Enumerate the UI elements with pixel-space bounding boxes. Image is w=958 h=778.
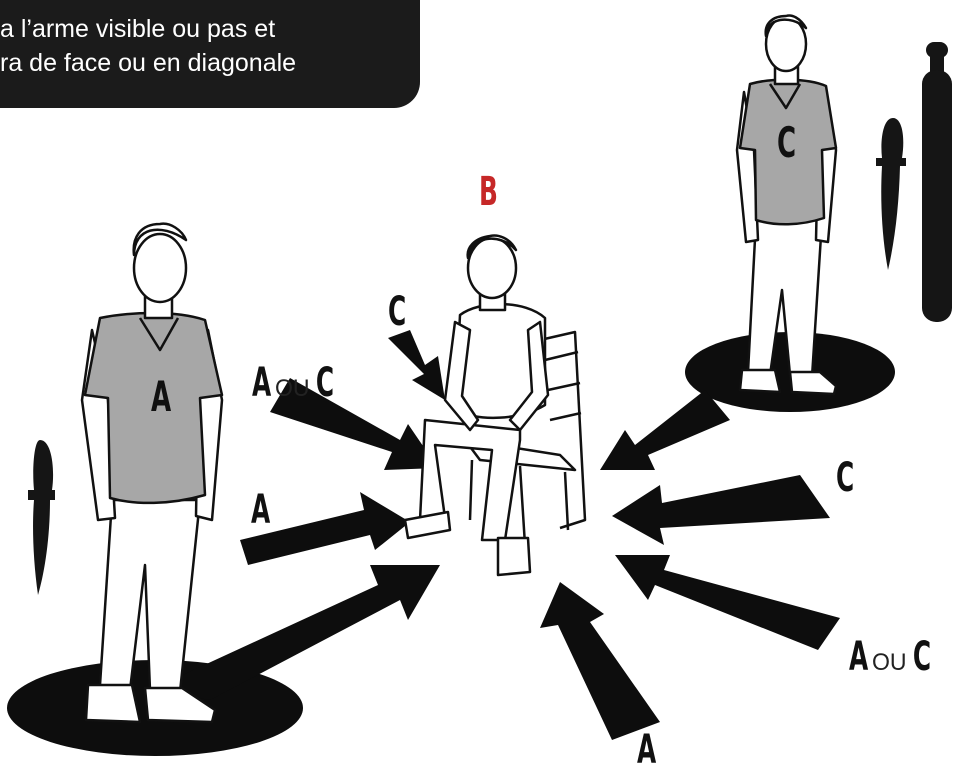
knife-icon xyxy=(876,118,906,270)
label-arrow-top-c: C xyxy=(388,289,407,335)
arrow-left-lower xyxy=(240,492,410,565)
label-ou: OU xyxy=(871,649,907,676)
arrow-right-lower xyxy=(615,555,840,650)
label-letter: C xyxy=(912,634,932,680)
arrow-from-a-shadow xyxy=(150,565,440,700)
label-person-c: C xyxy=(777,118,797,167)
person-a xyxy=(80,222,224,724)
label-person-b: B xyxy=(479,169,498,215)
person-b xyxy=(403,234,587,577)
baton-icon xyxy=(922,42,952,322)
label-ou: OU xyxy=(274,375,310,402)
label-arrow-right-mid: C xyxy=(836,455,855,501)
knife-icon xyxy=(28,440,55,595)
label-arrow-left-lower: A xyxy=(251,487,271,533)
caption-text: a l’arme visible ou pas et ra de face ou… xyxy=(0,12,296,80)
caption-line-1: a l’arme visible ou pas et xyxy=(0,15,276,43)
arrow-bottom xyxy=(540,582,660,740)
label-person-a: A xyxy=(151,372,172,421)
label-letter: A xyxy=(252,360,272,406)
arrow-left-upper xyxy=(270,378,438,470)
label-arrow-bottom: A xyxy=(637,727,657,773)
caption-line-2: ra de face ou en diagonale xyxy=(0,49,297,77)
arrow-top-c xyxy=(388,330,445,400)
arrow-from-c-shadow xyxy=(600,390,730,470)
label-letter: A xyxy=(849,634,869,680)
caption-banner xyxy=(0,0,420,108)
arrow-right-mid xyxy=(612,475,830,545)
label-letter: C xyxy=(315,360,335,406)
person-c xyxy=(735,14,838,396)
